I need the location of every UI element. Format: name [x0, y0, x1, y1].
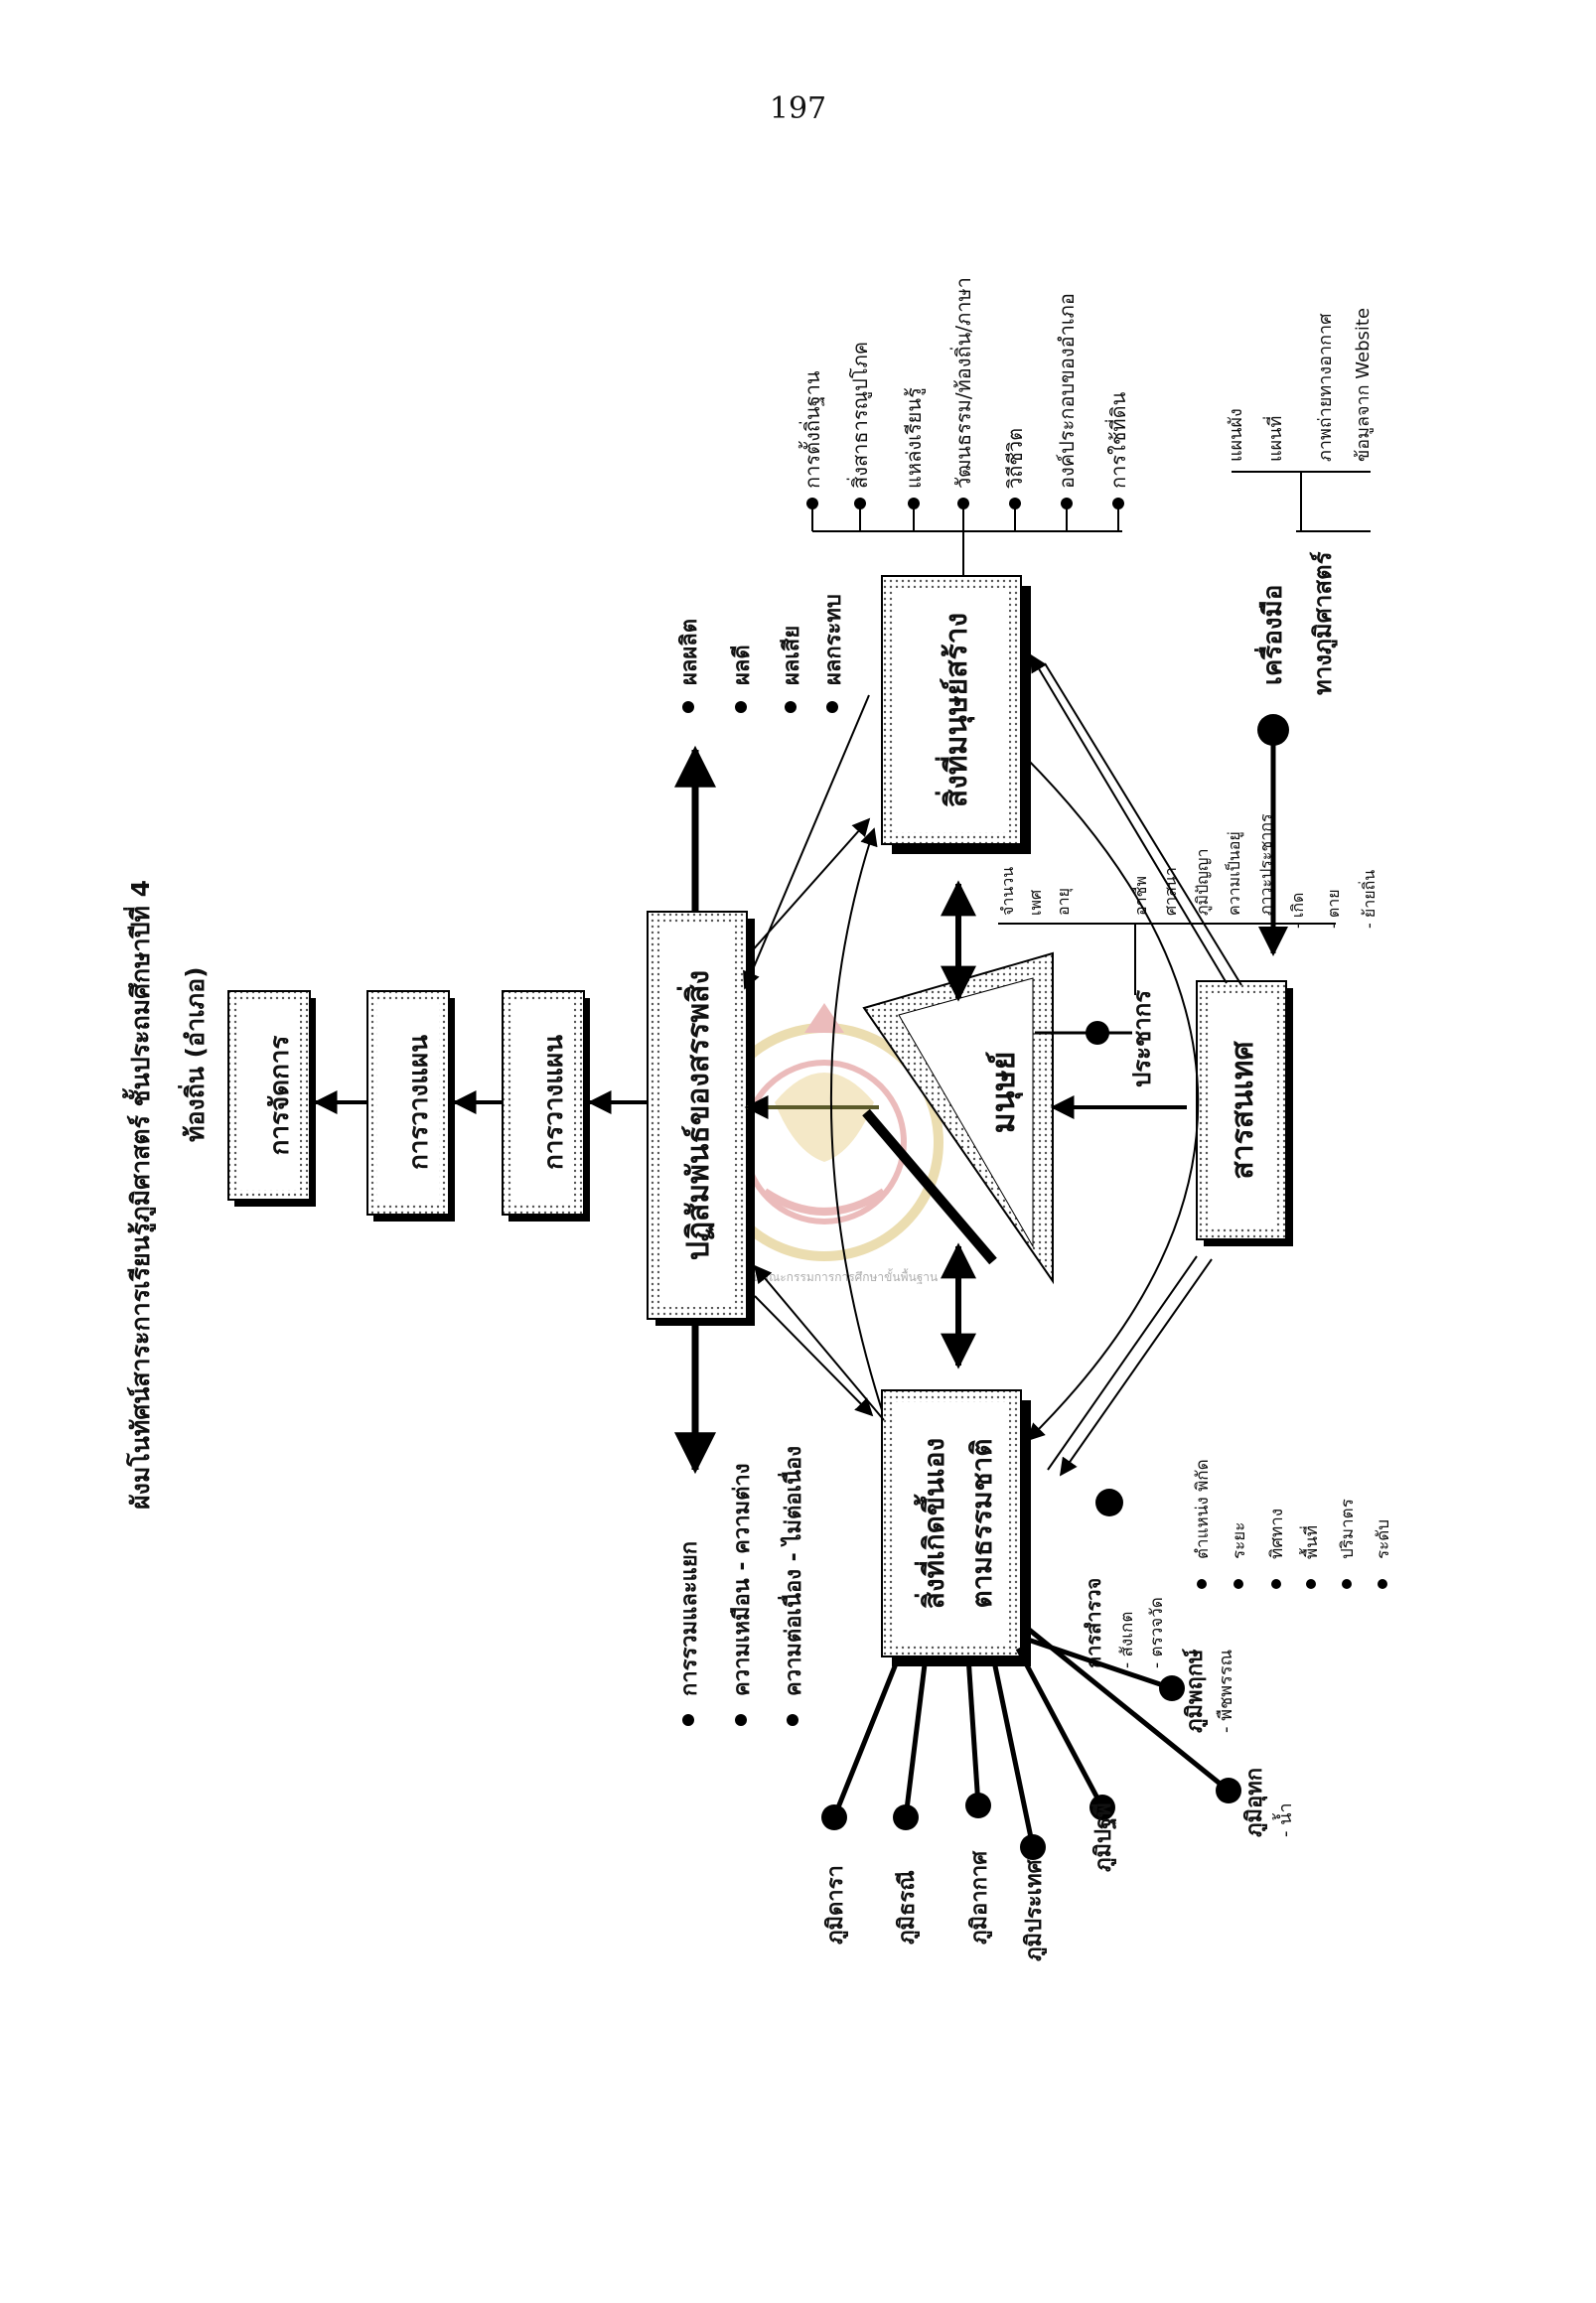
curve-manmade-to-nature — [1022, 754, 1200, 1442]
title-line2: ท้องถิ่น (อำเภอ) — [178, 966, 210, 1142]
survey-item-6: ระดับ — [1374, 1519, 1393, 1559]
arrow-nature-to-center — [753, 1264, 885, 1421]
box-information-label: สารสนเทศ — [1226, 1040, 1260, 1179]
survey-item-5: ปริมาตร — [1338, 1499, 1358, 1559]
manmade-item-1: การตั้งถิ่นฐาน — [798, 370, 824, 489]
geo-water: ภูมิอุทก — [1242, 1768, 1268, 1837]
box-interaction: ปฏิสัมพันธ์ของสรรพสิ่ง — [647, 911, 755, 1326]
title: ผังมโนทัศน์สาระการเรียนรู้ภูมิศาสตร์ ชั้… — [121, 880, 210, 1510]
arrow-manmade-to-center — [743, 694, 870, 990]
population-sub-3: - ย้ายถิ่น — [1358, 870, 1378, 929]
survey-item-4: พื้นที่ — [1299, 1525, 1322, 1559]
geo-nodes: ภูมิดารา ภูมิธรณี ภูมิอากาศ ภูมิประเทศ ภ… — [821, 1627, 1296, 1961]
box-management: การจัดการ — [227, 990, 316, 1207]
box-manmade: สิ่งที่มนุษย์สร้าง — [881, 575, 1031, 854]
tools-item-4: ข้อมูลจาก Website — [1353, 308, 1374, 462]
population-sub-2: - ตาย — [1324, 889, 1343, 929]
arrow-center-to-nature — [754, 1295, 874, 1417]
population-label: ประชากร — [1128, 990, 1156, 1087]
tools-item-2: แผนที่ — [1262, 416, 1286, 462]
manmade-item-6: องค์ประกอบของอำเภอ — [1055, 293, 1079, 489]
box-nature: สิ่งที่เกิดขึ้นเอง ตามธรรมชาติ — [881, 1389, 1031, 1666]
box-management-label: การจัดการ — [265, 1036, 295, 1156]
tools-item-1: แผนผัง — [1226, 408, 1246, 462]
geo-plant-sub: - พืชพรรณ — [1216, 1650, 1236, 1733]
box-planning-2-label: การวางแผน — [539, 1035, 569, 1170]
box-planning-1: การวางแผน — [366, 990, 455, 1222]
box-nature-line2: ตามธรรมชาติ — [965, 1439, 998, 1609]
box-interaction-label: ปฏิสัมพันธ์ของสรรพสิ่ง — [676, 970, 716, 1260]
survey-sub-2: - ตรวจวัด — [1147, 1597, 1167, 1668]
tools-item-3: ภาพถ่ายทางอากาศ — [1315, 313, 1336, 462]
manmade-item-7: การใช้ที่ดิน — [1104, 391, 1130, 489]
box-planning-1-label: การวางแผน — [404, 1035, 434, 1170]
survey-item-1: ตำแหน่ง พิกัด — [1193, 1459, 1213, 1559]
population-item-7: ความเป็นอยู่ — [1224, 831, 1244, 916]
manmade-item-5: วิถีชีวิต — [1003, 428, 1027, 489]
population-item-3: อายุ — [1054, 888, 1074, 916]
right-bullet-2: ผลดี — [730, 645, 755, 685]
human-label: มนุษย์ — [984, 1052, 1024, 1134]
arrow-center-to-manmade — [749, 817, 871, 954]
survey-item-2: ระยะ — [1230, 1522, 1249, 1559]
manmade-items: การตั้งถิ่นฐาน สิ่งสาธารณูปโภค แหล่งเรีย… — [798, 277, 1130, 576]
geo-landform: ภูมิปฐพี — [1091, 1802, 1117, 1872]
manmade-item-4: วัฒนธรรม/ท้องถิ่น/ภาษา — [949, 277, 975, 489]
box-nature-line1: สิ่งที่เกิดขึ้นเอง — [913, 1438, 950, 1609]
population-item-8: ภาวะประชากร — [1256, 813, 1275, 916]
population-sub-1: - เกิด — [1288, 893, 1307, 929]
geo-star: ภูมิดารา — [823, 1865, 849, 1944]
survey-label: การสำรวจ — [1082, 1578, 1105, 1668]
population-item-6: ภูมิปัญญา — [1193, 849, 1213, 917]
population-item-1: จำนวน — [998, 867, 1017, 916]
right-bullets: ผลผลิต ผลดี ผลเสีย ผลกระทบ — [677, 594, 846, 713]
curve-nature-to-manmade — [829, 827, 883, 1411]
right-bullet-4: ผลกระทบ — [821, 594, 846, 685]
population-connector: ประชากร — [1035, 990, 1156, 1087]
geo-atmosphere: ภูมิอากาศ — [967, 1850, 993, 1944]
box-information: สารสนเทศ — [1196, 980, 1293, 1246]
box-planning-2: การวางแผน — [502, 990, 590, 1222]
population-item-5: ศาสนา — [1161, 867, 1180, 916]
info-to-nature-lines — [1047, 1255, 1213, 1477]
survey-group: การสำรวจ - สังเกต - ตรวจวัด ตำแหน่ง พิกั… — [1082, 1459, 1393, 1668]
human-triangle: มนุษย์ — [862, 951, 1054, 1285]
geo-plant: ภูมิพฤกษ์ — [1182, 1649, 1209, 1733]
manmade-item-3: แหล่งเรียนรู้ — [902, 387, 927, 489]
population-item-4: อาชีพ — [1131, 876, 1150, 916]
left-bullet-2: ความเหมือน - ความต่าง — [730, 1464, 755, 1696]
title-line1: ผังมโนทัศน์สาระการเรียนรู้ภูมิศาสตร์ ชั้… — [121, 880, 157, 1510]
survey-sub-1: - สังเกต — [1117, 1612, 1137, 1668]
right-bullet-1: ผลผลิต — [677, 619, 702, 685]
info-to-manmade-lines — [1030, 653, 1242, 986]
page-number: 197 — [769, 91, 827, 126]
manmade-item-2: สิ่งสาธารณูปโภค — [846, 342, 873, 489]
tools-group: เครื่องมือ ทางภูมิศาสตร์ แผนผัง แผนที่ ภ… — [1226, 308, 1374, 956]
left-bullets: การรวมและแยก ความเหมือน - ความต่าง ความต… — [677, 1446, 806, 1726]
left-bullet-3: ความต่อเนื่อง - ไม่ต่อเนื่อง — [777, 1446, 806, 1696]
left-bullet-1: การรวมและแยก — [677, 1541, 702, 1696]
population-item-2: เพศ — [1026, 890, 1045, 916]
population-list: จำนวน เพศ อายุ อาชีพ ศาสนา ภูมิปัญญา ควา… — [998, 813, 1378, 995]
box-manmade-label: สิ่งที่มนุษย์สร้าง — [935, 613, 975, 807]
geo-water-sub: - น้ำ — [1272, 1802, 1296, 1837]
tools-label-2: ทางภูมิศาสตร์ — [1309, 551, 1338, 695]
geo-country: ภูมิประเทศ — [1022, 1858, 1048, 1961]
tools-label-1: เครื่องมือ — [1253, 585, 1288, 685]
survey-item-3: ทิศทาง — [1267, 1509, 1287, 1559]
geo-earth: ภูมิธรณี — [895, 1870, 921, 1944]
right-bullet-3: ผลเสีย — [780, 626, 804, 685]
